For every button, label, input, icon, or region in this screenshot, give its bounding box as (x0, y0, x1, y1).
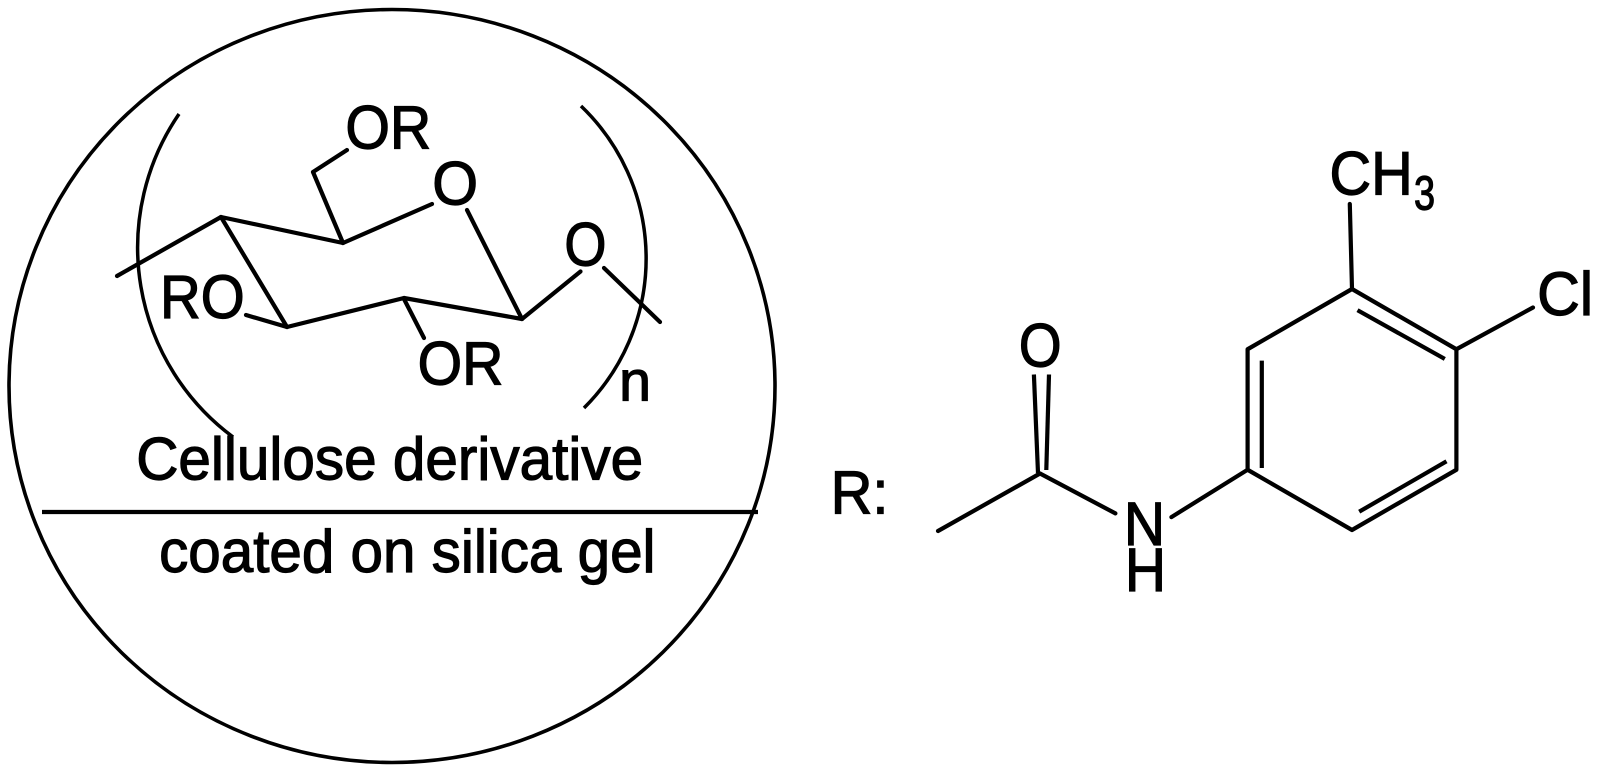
svg-text:CH: CH (1330, 140, 1413, 208)
svg-text:RO: RO (160, 263, 245, 331)
svg-text:H: H (1125, 536, 1166, 604)
svg-text:n: n (619, 350, 651, 414)
svg-text:Cellulose derivative: Cellulose derivative (136, 426, 643, 493)
svg-text:O: O (432, 150, 478, 218)
svg-text:O: O (1019, 312, 1062, 380)
svg-text:Cl: Cl (1537, 260, 1593, 328)
svg-text:O: O (564, 211, 606, 279)
svg-text:N: N (1124, 490, 1165, 558)
svg-text:coated on silica gel: coated on silica gel (159, 518, 655, 585)
svg-text:OR: OR (418, 330, 504, 398)
svg-text:OR: OR (345, 93, 431, 161)
svg-text:R:: R: (831, 459, 889, 527)
svg-text:3: 3 (1414, 168, 1435, 221)
